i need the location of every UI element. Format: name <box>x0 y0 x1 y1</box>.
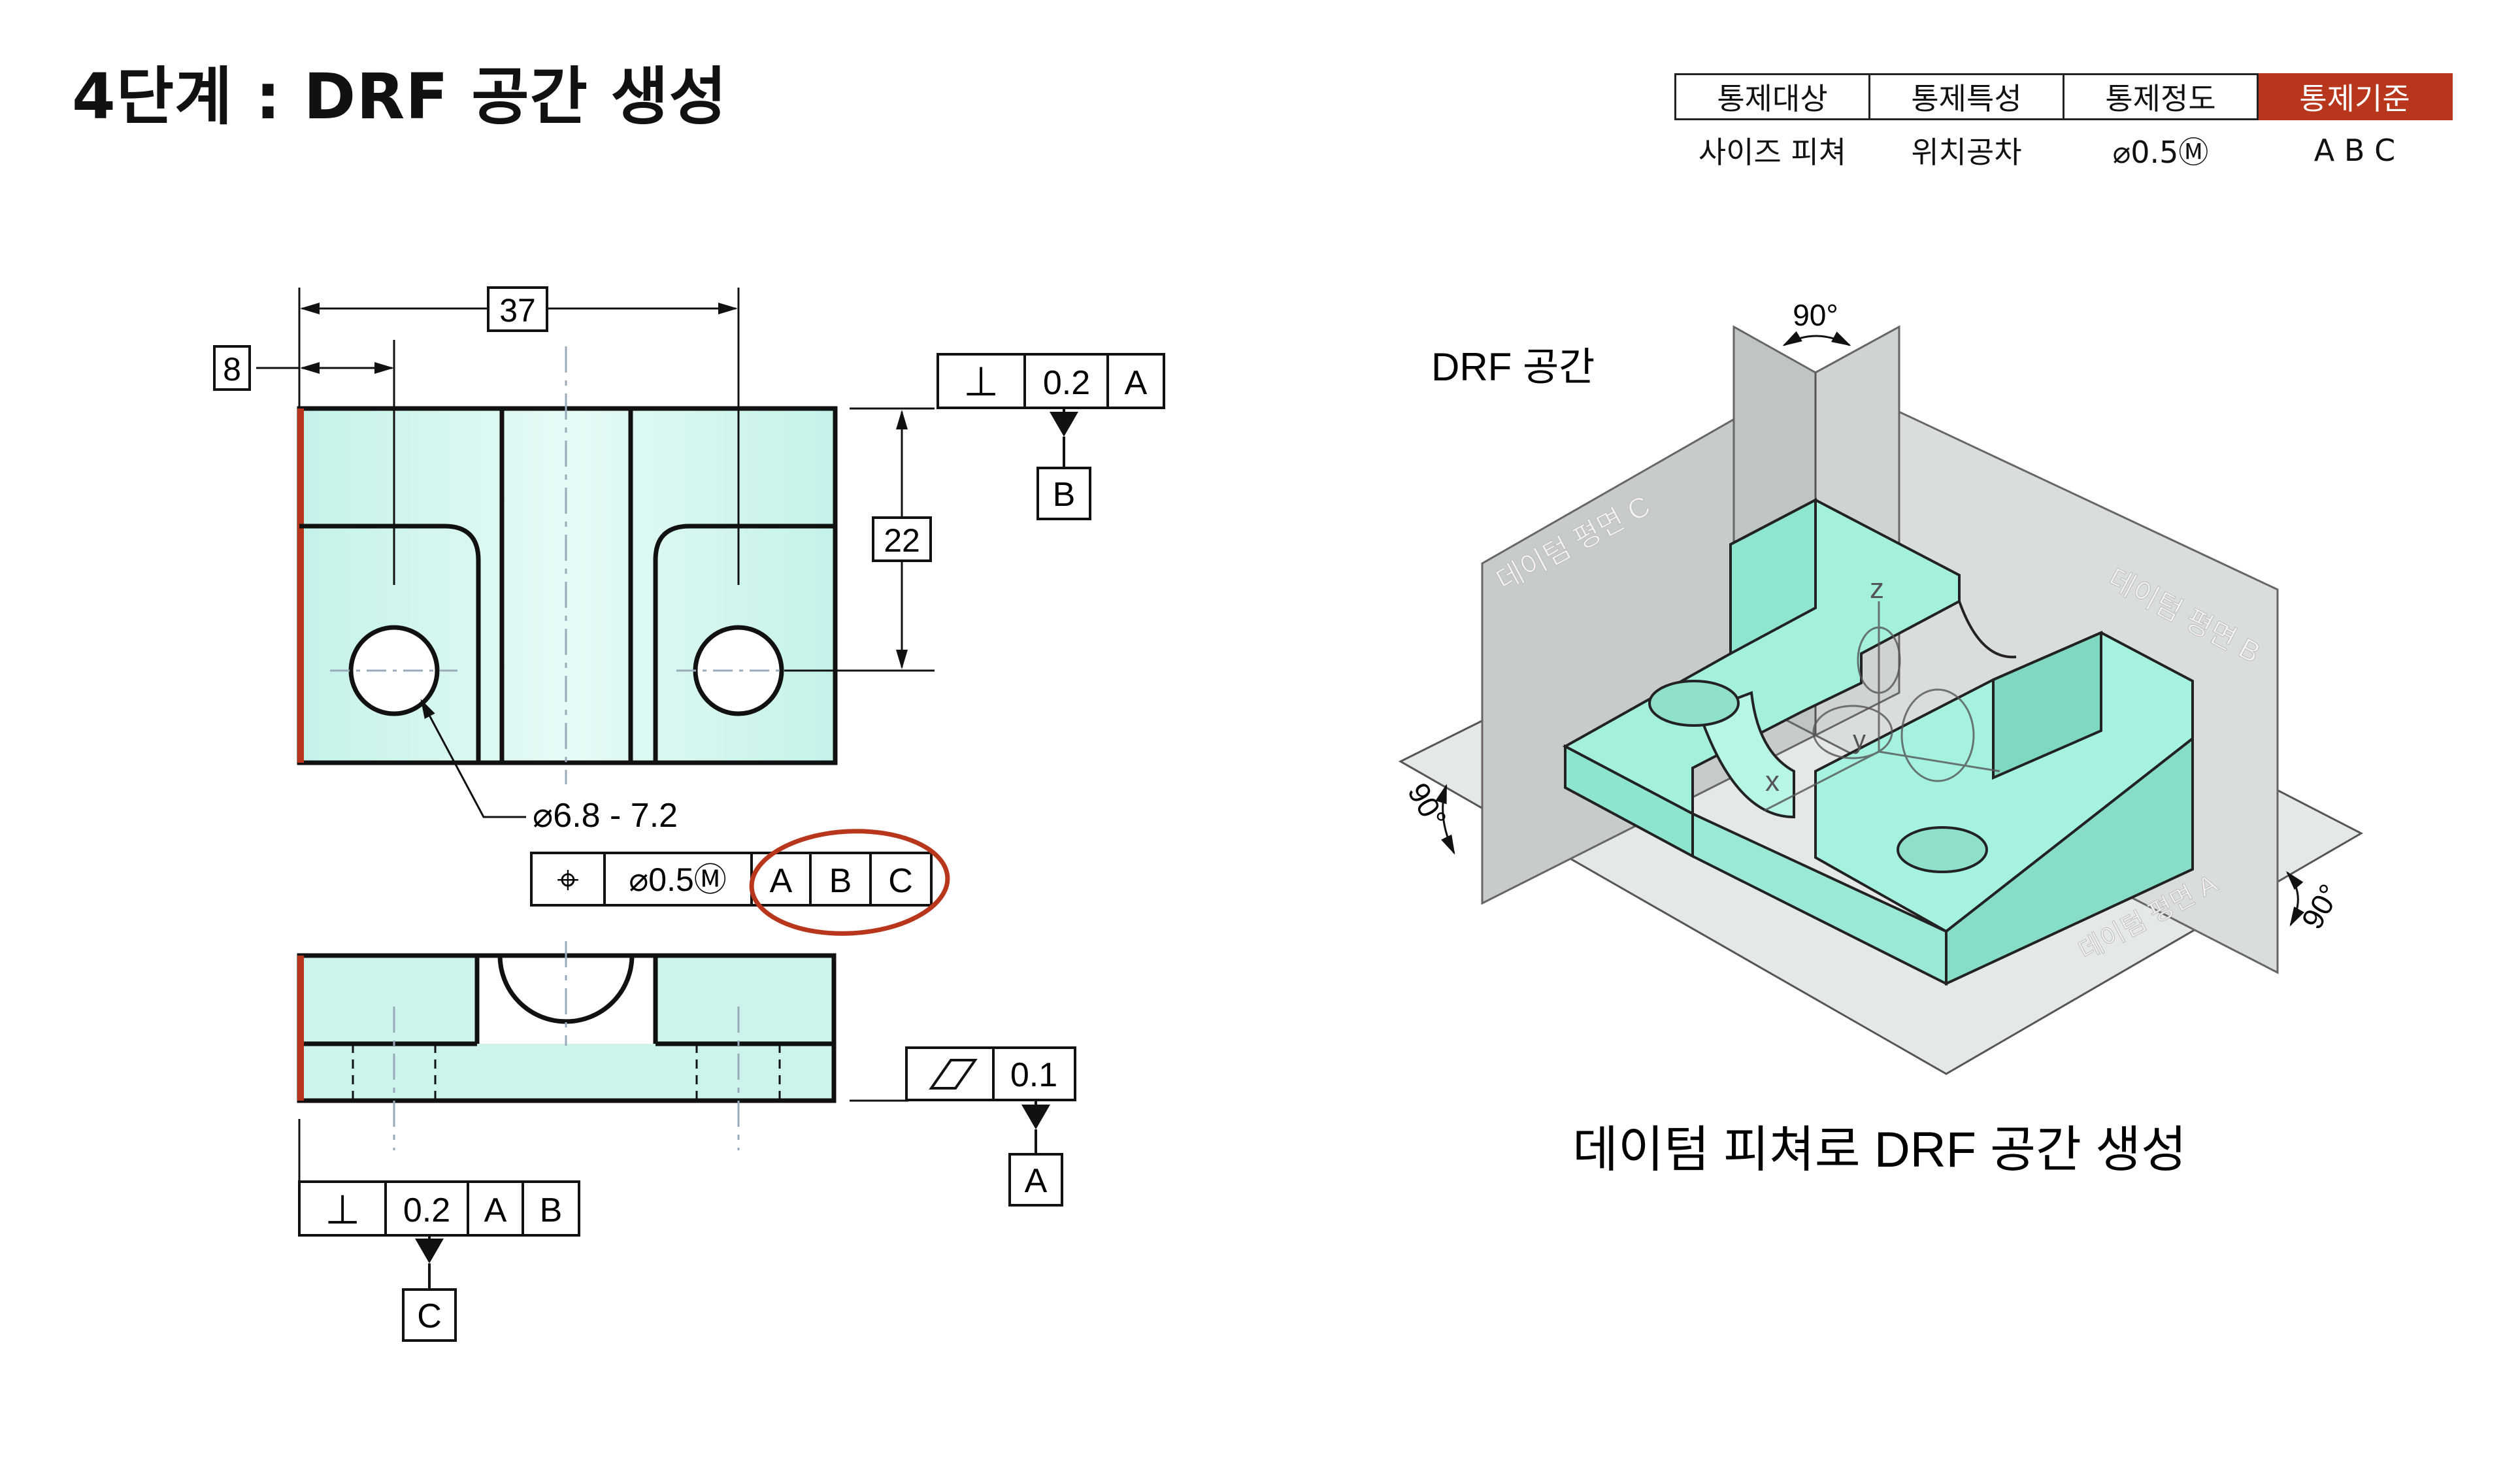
value-characteristic: 위치공차 <box>1911 135 2022 170</box>
perpendicularity-icon: ⊥ <box>963 359 999 405</box>
position-icon: ⌖ <box>557 858 579 901</box>
fcf-perpendicular-ab: ⊥ 0.2 A B C <box>298 1180 580 1342</box>
axis-z-label: z <box>1870 573 1884 605</box>
dimension-22: 22 <box>884 522 920 559</box>
page-title: 4단계 : DRF 공간 생성 <box>72 60 727 133</box>
svg-text:B: B <box>829 862 852 900</box>
svg-text:A: A <box>1125 364 1148 402</box>
top-view: 37 8 22 ⌀6.8 - 7.2 <box>213 286 935 835</box>
control-table: 통제대상 통제특성 통제정도 통제기준 사이즈 피쳐 위치공차 ⌀0.5Ⓜ A … <box>1674 73 2453 177</box>
angle-right-label: 90° <box>2295 878 2347 935</box>
header-degree: 통제정도 <box>2063 73 2259 120</box>
datum-highlight-circle <box>749 829 950 936</box>
svg-text:0.1: 0.1 <box>1010 1056 1057 1094</box>
header-target: 통제대상 <box>1674 73 1870 120</box>
hole-size-callout: ⌀6.8 - 7.2 <box>533 797 678 835</box>
svg-text:0.2: 0.2 <box>403 1191 450 1229</box>
svg-text:C: C <box>888 862 913 900</box>
header-datum: 통제기준 <box>2257 73 2453 120</box>
fcf-position: ⌖ ⌀0.5Ⓜ A B C <box>530 829 950 936</box>
front-view <box>297 941 908 1182</box>
svg-text:⌀0.5Ⓜ: ⌀0.5Ⓜ <box>629 861 727 898</box>
datum-b-label: B <box>1053 476 1076 514</box>
axis-x-label: x <box>1765 765 1780 797</box>
header-characteristic: 통제특성 <box>1868 73 2064 120</box>
axis-y-label: y <box>1853 725 1866 754</box>
datum-a-label: A <box>1025 1162 1048 1200</box>
dimension-37: 37 <box>499 292 536 329</box>
fcf-perpendicular-a: ⊥ 0.2 A B <box>937 353 1165 520</box>
svg-text:⊥: ⊥ <box>325 1188 360 1233</box>
iso-caption: 데이텀 피쳐로 DRF 공간 생성 <box>1572 1122 2187 1178</box>
fcf-flatness: 0.1 A <box>905 1046 1076 1207</box>
datum-c-label: C <box>417 1297 442 1335</box>
value-degree: ⌀0.5Ⓜ <box>2112 135 2209 170</box>
svg-text:A: A <box>770 862 793 900</box>
svg-text:A: A <box>484 1191 507 1229</box>
dimension-8: 8 <box>223 351 241 388</box>
svg-text:B: B <box>540 1191 563 1229</box>
value-target: 사이즈 피쳐 <box>1698 135 1847 170</box>
drf-space-label: DRF 공간 <box>1431 345 1595 389</box>
svg-text:0.2: 0.2 <box>1043 364 1090 402</box>
flatness-icon <box>929 1059 978 1090</box>
angle-top-label: 90° <box>1793 298 1838 332</box>
value-datum: A B C <box>2313 133 2396 168</box>
isometric-drf: z x y 데이텀 평면 C 데이텀 평면 B 데이텀 평면 A 90° 90°… <box>1398 298 2364 1178</box>
